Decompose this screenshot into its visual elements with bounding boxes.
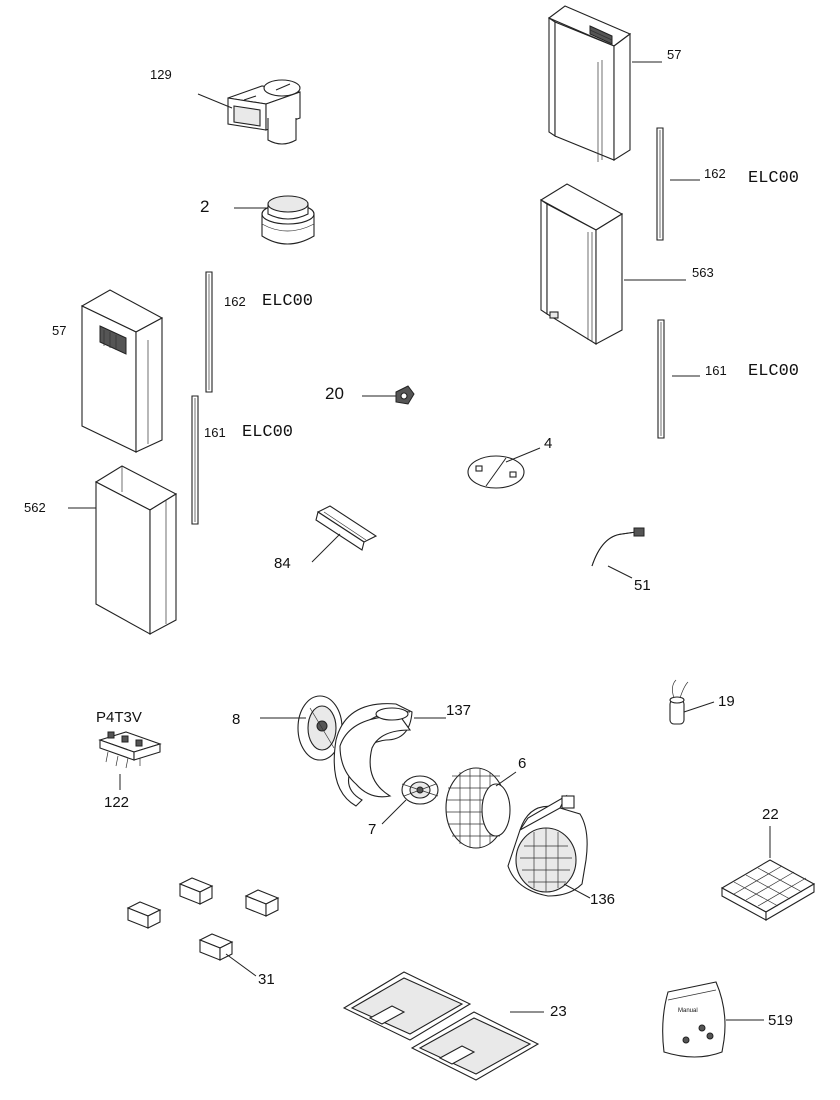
leader-lines (68, 61, 771, 1021)
label-p4t3v: P4T3V (96, 709, 142, 726)
code-elc-162-right: ELC00 (748, 169, 800, 188)
part-137-housing (333, 703, 413, 807)
label-57-right: 57 (667, 47, 682, 62)
label-7: 7 (368, 821, 377, 838)
label-57-left: 57 (52, 323, 67, 338)
part-162-rail-left (205, 271, 213, 393)
part-22-filter (720, 859, 816, 921)
label-31: 31 (258, 971, 275, 988)
label-51: 51 (634, 577, 651, 594)
label-162-left: 162 (224, 294, 246, 309)
part-23-filters (342, 971, 540, 1081)
label-129: 129 (150, 67, 172, 82)
label-563: 563 (692, 265, 714, 280)
part-51-cable (591, 527, 645, 567)
label-2: 2 (200, 197, 210, 216)
label-20: 20 (325, 384, 344, 403)
label-23: 23 (550, 1003, 567, 1020)
label-122: 122 (104, 794, 130, 811)
part-562-lower-chimney-left (94, 465, 178, 635)
part-4-disc (467, 455, 525, 489)
label-562: 562 (24, 500, 46, 515)
label-137: 137 (446, 702, 472, 719)
label-519: 519 (768, 1012, 794, 1029)
label-8: 8 (232, 711, 241, 728)
code-elc-162-left: ELC00 (262, 292, 314, 311)
part-129-adapter (227, 79, 301, 145)
bag-text: Manual (678, 1008, 698, 1014)
part-6-impeller (445, 767, 511, 849)
label-162-right: 162 (704, 166, 726, 181)
part-2-collar (261, 195, 315, 245)
label-4: 4 (544, 435, 553, 452)
label-161-left: 161 (204, 425, 226, 440)
label-6: 6 (518, 755, 527, 772)
part-162-rail-right (656, 127, 664, 241)
label-22: 22 (762, 806, 779, 823)
part-7-motor (401, 775, 439, 805)
label-136: 136 (590, 891, 616, 908)
code-elc-161-left: ELC00 (242, 423, 294, 442)
part-161-rail-left (191, 395, 199, 525)
part-57-upper-chimney-left (80, 289, 164, 453)
part-136-outer-housing (507, 794, 588, 897)
part-20-clip (395, 385, 415, 405)
label-161-right: 161 (705, 363, 727, 378)
part-122-switch (98, 731, 162, 769)
label-84: 84 (274, 555, 291, 572)
part-161-rail-right (657, 319, 665, 439)
part-84-bracket (315, 505, 378, 551)
part-57-upper-chimney-right (547, 5, 632, 162)
part-519-bag (662, 981, 726, 1058)
part-563-lower-chimney-right (539, 183, 624, 345)
part-8-plate (297, 695, 343, 761)
part-19-capacitor (669, 679, 689, 725)
part-31-clips (126, 877, 280, 961)
label-19: 19 (718, 693, 735, 710)
code-elc-161-right: ELC00 (748, 362, 800, 381)
